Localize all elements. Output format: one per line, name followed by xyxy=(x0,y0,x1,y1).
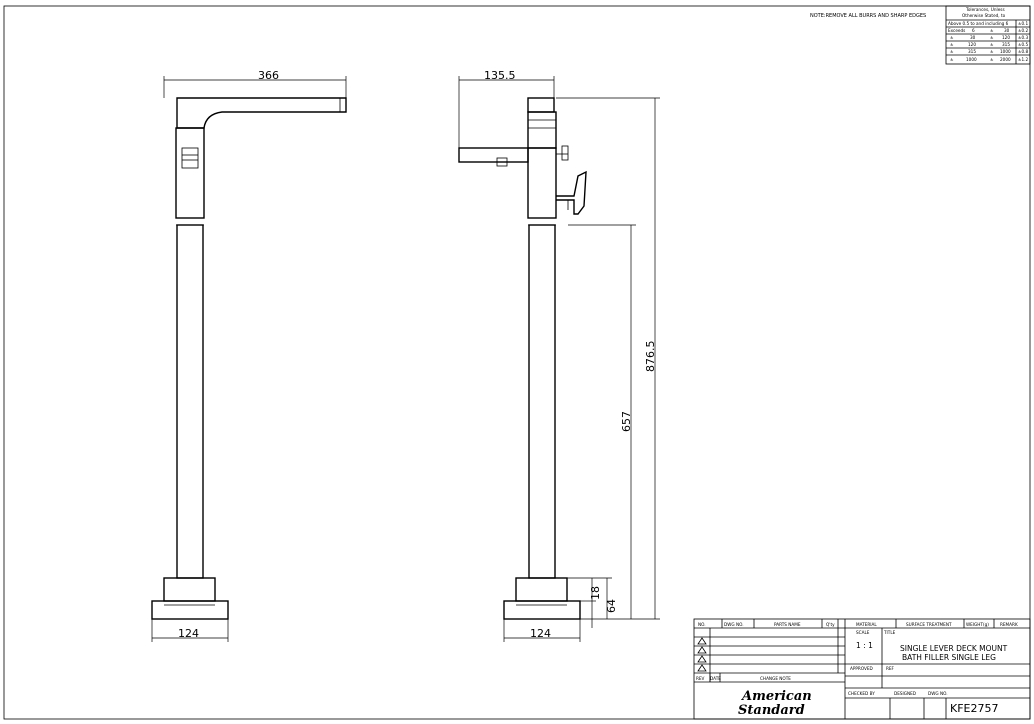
tb-approved-label: APPROVED xyxy=(850,666,873,671)
tol-header-value: ±0.1 xyxy=(1018,21,1029,26)
tb-title-label: TITLE xyxy=(883,630,896,635)
front-spout xyxy=(176,97,347,129)
tolerance-table: Tolerances, Unless Otherwise Stated, to … xyxy=(945,5,1031,65)
svg-text:120: 120 xyxy=(968,42,976,47)
svg-text:±: ± xyxy=(990,49,994,54)
side-base-lower xyxy=(503,600,581,620)
svg-text:±: ± xyxy=(950,42,954,47)
svg-text:120: 120 xyxy=(1002,35,1010,40)
tb-dwg-no-label: DWG NO. xyxy=(928,691,948,696)
logo-standard: Standard xyxy=(738,703,805,718)
tol-header-range: Above 0.5 to and including 6 xyxy=(948,21,1009,26)
svg-text:±: ± xyxy=(950,57,954,62)
tol-title-2: Otherwise Stated, to xyxy=(962,13,1006,18)
svg-text:Exceeds: Exceeds xyxy=(948,28,965,33)
front-base-lower xyxy=(151,600,229,620)
side-cap xyxy=(527,97,555,113)
svg-text:315: 315 xyxy=(1002,42,1010,47)
side-body xyxy=(527,147,557,219)
tb-title-line2: BATH FILLER SINGLE LEG xyxy=(902,653,996,662)
svg-text:30: 30 xyxy=(1004,28,1010,33)
svg-text:±: ± xyxy=(990,35,994,40)
rev-triangle-icon xyxy=(697,646,707,654)
side-view: 135.5 876.5 657 64 18 124 xyxy=(458,69,660,642)
front-view: 366 124 xyxy=(151,69,347,642)
tb-title-line1: SINGLE LEVER DECK MOUNT xyxy=(900,644,1008,653)
tb-ref-label: REF xyxy=(886,666,895,671)
side-spout xyxy=(458,147,529,163)
tb-designed-label: DESIGNED xyxy=(894,691,916,696)
svg-text:±1.2: ±1.2 xyxy=(1018,57,1029,62)
tb-scale-value: 1 : 1 xyxy=(856,641,873,650)
tb-checked-label: CHECKED BY xyxy=(848,691,875,696)
svg-text:30: 30 xyxy=(970,35,976,40)
svg-text:±0.3: ±0.3 xyxy=(1018,35,1029,40)
dim-base-side: 124 xyxy=(530,627,551,640)
svg-text:1000: 1000 xyxy=(966,57,977,62)
dim-total-height: 876.5 xyxy=(644,341,657,373)
note-text: NOTE:REMOVE ALL BURRS AND SHARP EDGES xyxy=(810,13,926,19)
rev-triangle-icon xyxy=(697,637,707,645)
tb-col-material: MATERIAL xyxy=(856,622,877,627)
dim-base-front: 124 xyxy=(178,627,199,640)
tol-title-1: Tolerances, Unless xyxy=(965,7,1005,12)
svg-text:±0.5: ±0.5 xyxy=(1018,42,1029,47)
dim-base-height: 18 xyxy=(589,586,602,600)
svg-text:±: ± xyxy=(990,28,994,33)
dim-lever-height: 657 xyxy=(620,411,633,432)
svg-text:1000: 1000 xyxy=(1000,49,1011,54)
dim-side-reach: 135.5 xyxy=(484,69,516,82)
title-block: NO. DWG NO. PARTS NAME Q'ty MATERIAL SUR… xyxy=(693,618,1031,720)
rev-triangle-icon xyxy=(697,655,707,663)
tb-rev-label: REV xyxy=(696,676,705,681)
front-base-upper xyxy=(163,577,216,602)
svg-text:±0.2: ±0.2 xyxy=(1018,28,1029,33)
svg-text:±: ± xyxy=(950,49,954,54)
tb-col-dwg: DWG NO. xyxy=(724,622,744,627)
tb-date-label: DATE xyxy=(710,676,721,681)
svg-text:±: ± xyxy=(990,42,994,47)
logo-american: American xyxy=(740,689,812,704)
side-lever xyxy=(556,170,587,215)
tb-col-qty: Q'ty xyxy=(826,622,835,627)
side-pipe xyxy=(528,224,556,579)
tb-scale-label: SCALE xyxy=(856,630,870,635)
svg-text:6: 6 xyxy=(972,28,975,33)
svg-text:2000: 2000 xyxy=(1000,57,1011,62)
tb-col-surface: SURFACE TREATMENT xyxy=(906,622,952,627)
side-base-upper xyxy=(515,577,568,602)
svg-text:315: 315 xyxy=(968,49,976,54)
tb-col-weight: WEIGHT(g) xyxy=(966,622,989,627)
front-pipe xyxy=(176,224,204,579)
drawing-border xyxy=(3,5,1031,720)
tb-col-parts: PARTS NAME xyxy=(774,622,801,627)
dim-spout-reach: 366 xyxy=(258,69,279,82)
tb-change-note-label: CHANGE NOTE xyxy=(760,676,791,681)
svg-text:±: ± xyxy=(990,57,994,62)
tb-col-no: NO. xyxy=(698,622,706,627)
svg-text:±0.8: ±0.8 xyxy=(1018,49,1029,54)
dim-base-total: 64 xyxy=(605,599,618,613)
front-body xyxy=(175,127,205,219)
svg-text:±: ± xyxy=(950,35,954,40)
tb-col-remark: REMARK xyxy=(1000,622,1018,627)
rev-triangle-icon xyxy=(697,664,707,672)
tb-dwg-no-value: KFE2757 xyxy=(950,702,999,715)
